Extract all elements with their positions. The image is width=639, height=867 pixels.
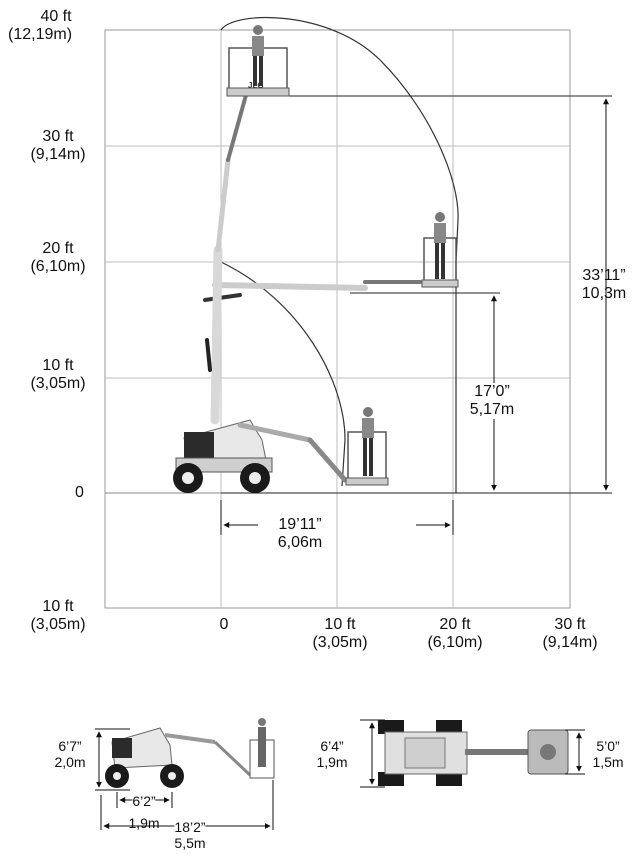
dimension-imperial: 33’11” <box>582 267 626 284</box>
x-tick-30ft: 30 ft (9,14m) <box>542 616 597 652</box>
x-tick-label: 10 ft <box>324 616 356 633</box>
y-tick-metric: (6,10m) <box>30 258 86 275</box>
stowed-side-view <box>95 718 275 830</box>
dimension-metric: 1,9m <box>316 754 348 770</box>
dimension-metric: 2,0m <box>54 754 86 770</box>
x-tick-20ft: 20 ft (6,10m) <box>427 616 482 652</box>
x-tick-label: 0 <box>219 616 229 633</box>
y-tick-metric: (3,05m) <box>30 375 86 392</box>
dimension-imperial: 6’2” <box>132 793 156 809</box>
stowed-height-label: 6’7” 2,0m <box>54 738 85 770</box>
wheelbase-metric-label: 1,9m <box>128 815 159 831</box>
x-tick-metric: (3,05m) <box>312 634 368 651</box>
dimension-imperial: 18’2” <box>174 819 206 835</box>
y-tick-label: 40 ft <box>40 8 72 25</box>
boom-horizontal <box>203 280 422 302</box>
y-tick-label: 10 ft <box>42 357 74 374</box>
y-tick-40ft: 40 ft (12,19m) <box>8 8 72 44</box>
x-tick-metric: (6,10m) <box>427 634 483 651</box>
outreach-dimension <box>220 500 454 535</box>
dimension-metric: 1,9m <box>128 815 160 831</box>
dimension-metric: 5,5m <box>174 835 206 851</box>
y-tick-30ft: 30 ft (9,14m) <box>18 128 98 164</box>
platform-width-label: 5’0” 1,5m <box>592 738 623 770</box>
stowed-top-view <box>360 719 585 788</box>
y-tick-20ft: 20 ft (6,10m) <box>18 240 98 276</box>
y-tick-label: 10 ft <box>42 598 74 615</box>
dimension-metric: 6,06m <box>277 534 323 551</box>
reach-envelope <box>220 16 459 493</box>
max-height-label: 33’11” 10,3m <box>582 267 626 303</box>
y-tick-metric: (3,05m) <box>30 616 86 633</box>
dimension-metric: 10,3m <box>581 285 627 302</box>
platform-horizontal <box>421 212 459 288</box>
platform-ground <box>345 407 389 486</box>
y-tick-0: 0 <box>75 484 84 502</box>
y-tick-minus-10ft: 10 ft (3,05m) <box>18 598 98 634</box>
outreach-label: 19’11” 6,06m <box>278 516 322 552</box>
grid <box>104 29 571 609</box>
brand-logo: JLG <box>248 81 264 90</box>
x-tick-label: 20 ft <box>439 616 471 633</box>
dimension-imperial: 6’4” <box>320 738 344 754</box>
boom-vertical <box>205 93 248 425</box>
dimension-imperial: 19’11” <box>278 516 322 533</box>
y-tick-10ft: 10 ft (3,05m) <box>18 357 98 393</box>
y-tick-label: 20 ft <box>42 240 74 257</box>
y-tick-metric: (9,14m) <box>30 146 86 163</box>
dimension-metric: 1,5m <box>592 754 624 770</box>
boom-ground-reach <box>237 422 348 483</box>
machine-base <box>173 419 273 493</box>
y-tick-label: 30 ft <box>42 128 74 145</box>
dimension-imperial: 5’0” <box>596 738 620 754</box>
y-tick-label: 0 <box>75 484 84 501</box>
dimension-imperial: 6’7” <box>58 738 82 754</box>
stowed-length-label: 18’2” 5,5m <box>174 819 206 851</box>
dimension-imperial: 17’0” <box>474 383 510 400</box>
x-tick-metric: (9,14m) <box>542 634 598 651</box>
x-tick-0: 0 <box>220 616 229 634</box>
reference-lines <box>221 95 612 494</box>
dimension-metric: 5,17m <box>469 401 515 418</box>
x-tick-10ft: 10 ft (3,05m) <box>312 616 367 652</box>
y-tick-metric: (12,19m) <box>8 26 73 43</box>
stowed-width-label: 6’4” 1,9m <box>316 738 347 770</box>
x-tick-label: 30 ft <box>554 616 586 633</box>
up-over-height-label: 17’0” 5,17m <box>469 383 515 419</box>
platform-top <box>226 25 290 97</box>
wheelbase-label: 6’2” <box>132 793 156 809</box>
